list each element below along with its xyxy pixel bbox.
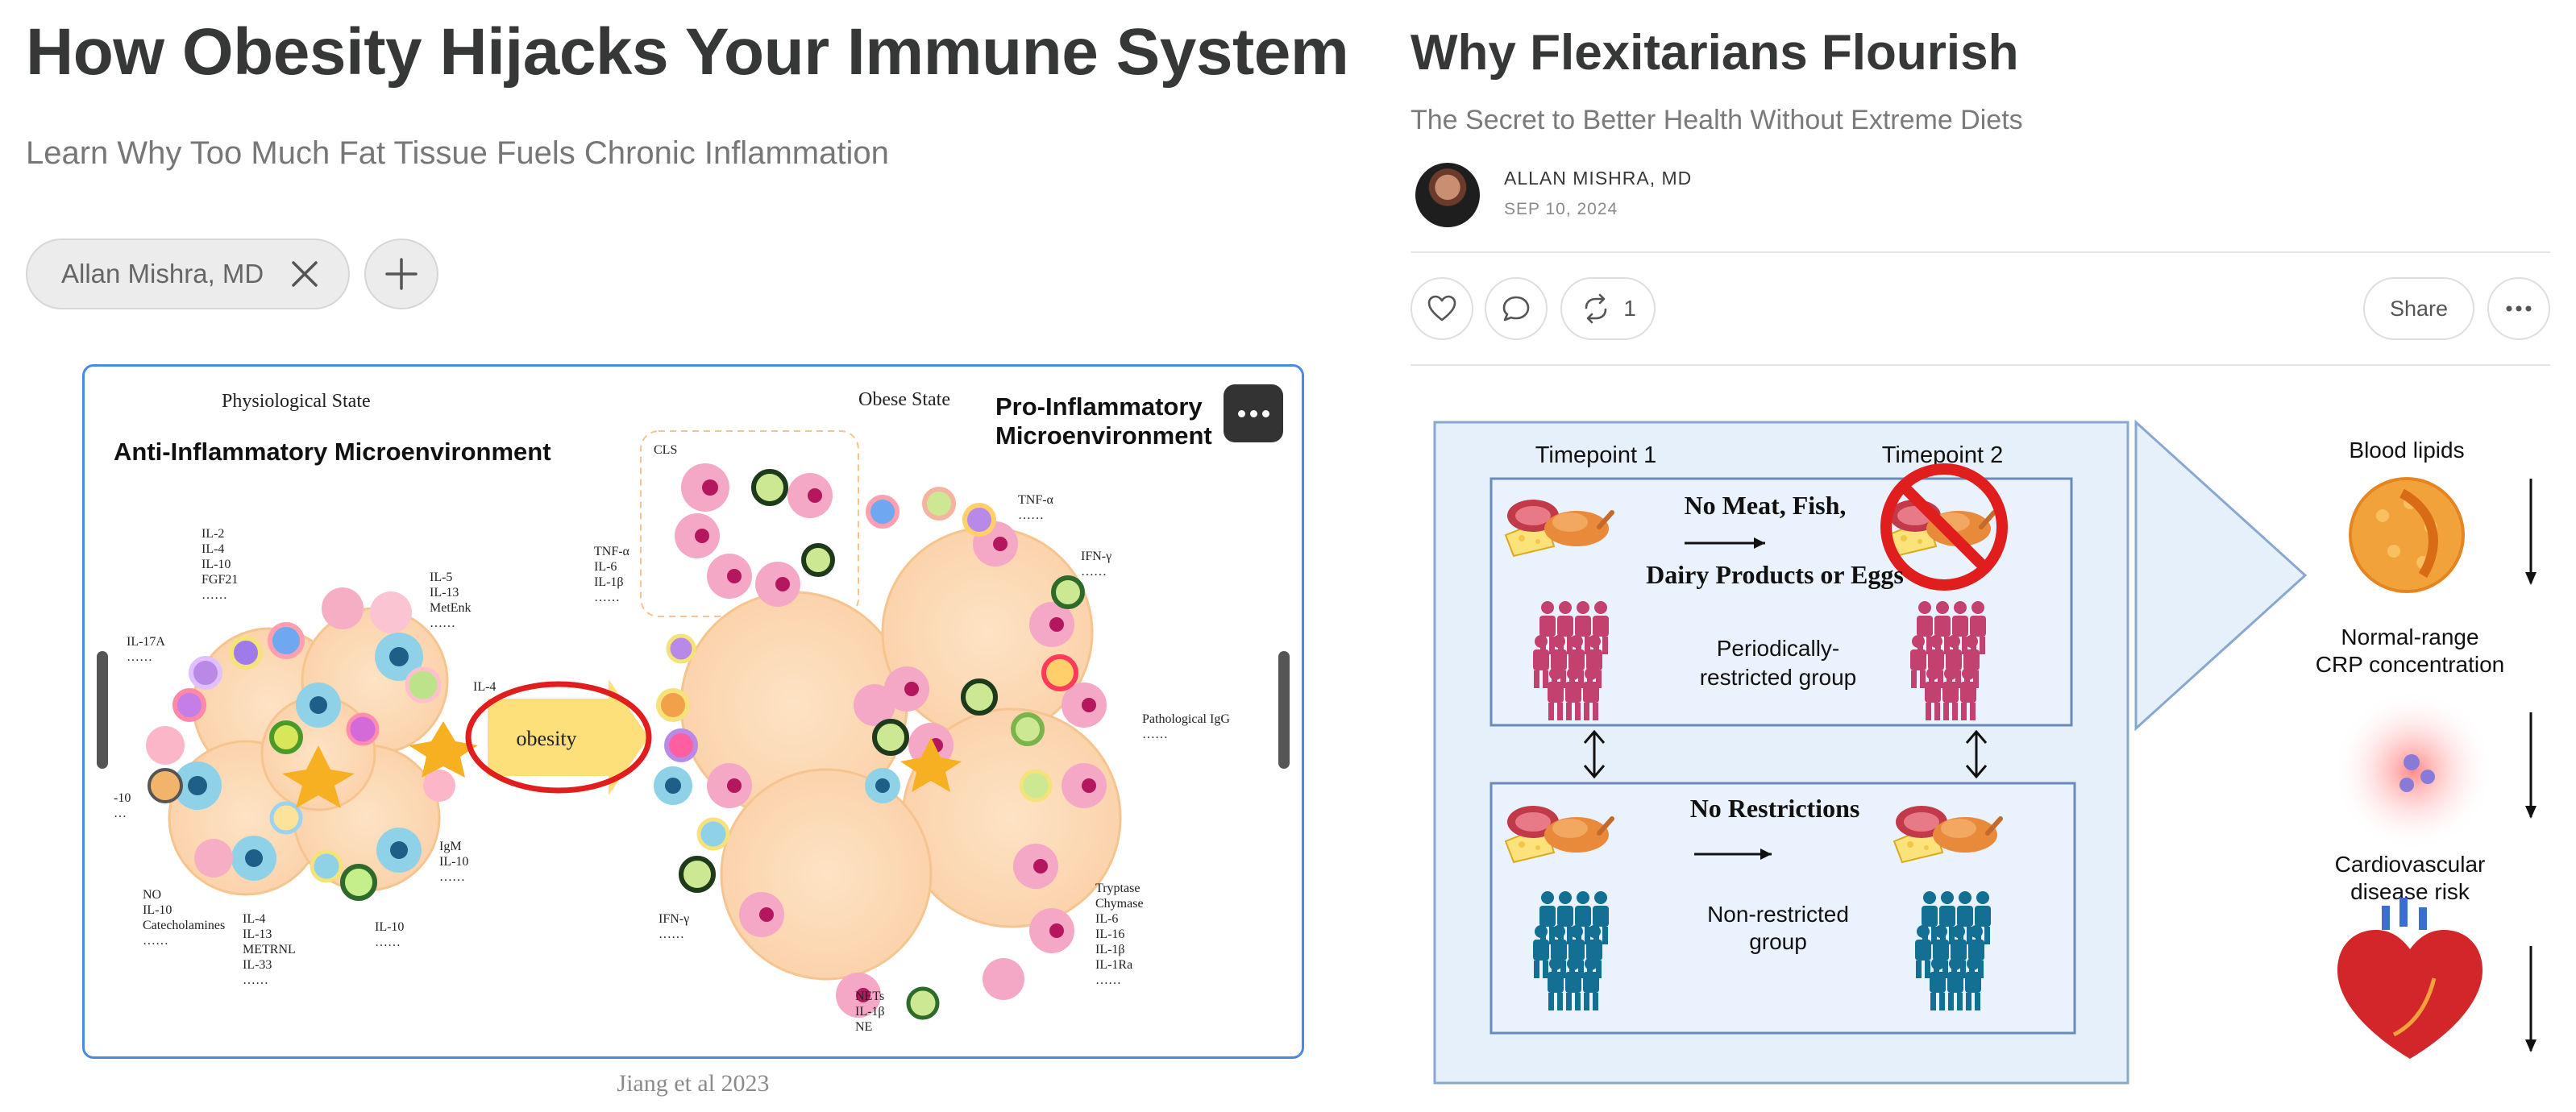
no-meat-text: No Meat, Fish, [1685,491,1847,520]
anti-inflammatory-title: Anti-Inflammatory Microenvironment [114,438,551,466]
article-title: How Obesity Hijacks Your Immune System [26,15,1349,89]
svg-text:IL-10……: IL-10…… [375,920,404,949]
obesity-label: obesity [516,727,576,750]
red-highlight-ellipse [465,681,652,794]
author-chip[interactable]: Allan Mishra, MD [26,239,350,309]
post-subtitle: The Secret to Better Health Without Extr… [1411,105,2023,135]
author-name[interactable]: ALLAN MISHRA, MD [1504,168,1693,189]
resize-handle-right[interactable] [1278,651,1290,769]
timepoint-1-label: Timepoint 1 [1535,442,1656,468]
restack-count: 1 [1623,296,1636,321]
nonrestricted-label-1: Non-restricted [1707,902,1849,927]
svg-text:-10…: -10… [114,791,131,820]
pro-inflammatory-title-2: Microenvironment [995,421,1212,450]
dot [1249,409,1257,417]
obese-state-label: Obese State [858,389,950,410]
svg-text:IFN-γ……: IFN-γ…… [1081,550,1111,579]
restack-icon [1585,293,1607,324]
heart-illustration [2337,898,2483,1059]
share-button[interactable]: Share [2363,277,2474,340]
close-icon[interactable] [287,256,322,292]
crp-glow [2333,690,2494,851]
prohibition-sign [1880,463,2008,591]
resize-handle-left[interactable] [97,651,108,769]
flexitarian-study-figure[interactable]: Timepoint 1 Timepoint 2 No Meat, Fish, D… [1411,414,2547,1091]
more-icon [2506,305,2532,312]
dot [1237,409,1245,417]
share-label: Share [2389,296,2449,321]
study-diagram: Timepoint 1 Timepoint 2 No Meat, Fish, D… [1433,419,2537,1085]
svg-text:IL-17A……: IL-17A…… [127,635,165,664]
lipid-particle [2349,477,2465,593]
cvd-label-2: disease risk [2350,879,2470,904]
plus-icon [385,258,418,290]
svg-text:IL-4: IL-4 [473,680,496,694]
dot [1261,409,1269,417]
inflamed-adipose-cluster: CLS [640,430,1122,1020]
avatar[interactable] [1415,163,1480,227]
figure-caption: Jiang et al 2023 [617,1070,770,1097]
restack-button[interactable]: 1 [1560,277,1656,340]
immune-diagram: Physiological State Obese State Anti-Inf… [114,389,1230,1034]
pro-inflammatory-title-1: Pro-Inflammatory [995,392,1203,421]
crp-label-1: Normal-range [2341,624,2478,649]
periodic-group-label-1: Periodically- [1717,636,1840,661]
comment-icon [1502,296,1530,322]
post-date: SEP 10, 2024 [1504,200,1618,218]
svg-text:TNF-α……: TNF-α…… [1018,493,1054,522]
no-restrictions-text: No Restrictions [1690,794,1860,823]
obesity-immune-figure[interactable]: Physiological State Obese State Anti-Inf… [82,364,1304,1059]
divider [1411,251,2550,253]
cvd-label-1: Cardiovascular [2335,852,2486,877]
add-author-button[interactable] [364,239,438,309]
author-chip-label: Allan Mishra, MD [61,259,264,288]
blood-lipids-label: Blood lipids [2349,438,2464,463]
periodic-group-label-2: restricted group [1700,665,1857,690]
comment-button[interactable] [1485,277,1548,340]
nonrestricted-label-2: group [1749,929,1807,954]
like-button[interactable] [1411,277,1473,340]
obesity-arrow [488,679,649,795]
dairy-eggs-text: Dairy Products or Eggs [1646,560,1904,589]
svg-text:CLS: CLS [654,443,677,457]
figure-more-button[interactable] [1224,384,1283,442]
svg-text:TNF-αIL-6IL-1β……: TNF-αIL-6IL-1β…… [594,545,630,604]
healthy-adipose-cluster [146,587,478,901]
svg-text:IFN-γ……: IFN-γ…… [659,912,689,941]
svg-text:Pathological IgG……: Pathological IgG…… [1142,712,1230,741]
divider [1411,364,2550,366]
physio-state-label: Physiological State [222,391,371,412]
post-title[interactable]: Why Flexitarians Flourish [1411,25,2019,81]
article-subtitle: Learn Why Too Much Fat Tissue Fuels Chro… [26,135,889,171]
more-options-button[interactable] [2487,277,2550,340]
heart-icon [1427,295,1456,322]
crp-label-2: CRP concentration [2316,652,2505,677]
